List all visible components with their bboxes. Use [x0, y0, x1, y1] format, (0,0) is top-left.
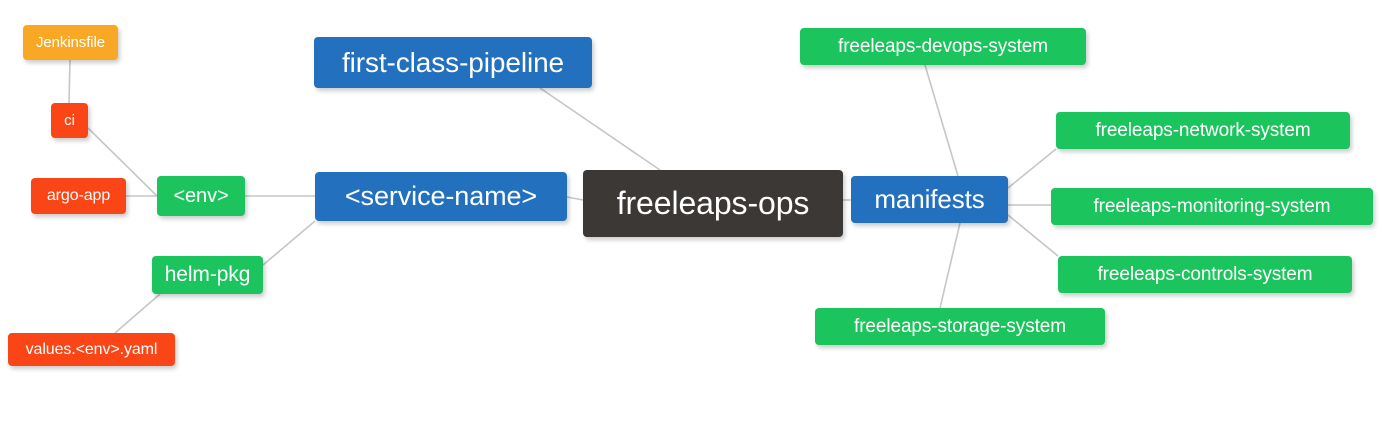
mindmap-node-label-manifests: manifests: [874, 184, 985, 214]
mindmap-node-freeleaps-ops[interactable]: freeleaps-ops: [583, 170, 843, 237]
mindmap-node-label-freeleaps-controls-system: freeleaps-controls-system: [1097, 263, 1313, 285]
mindmap-edge-freeleaps-storage-system-to-manifests: [939, 222, 961, 309]
mindmap-node-argo-app[interactable]: argo-app: [31, 178, 126, 214]
mindmap-edge-service-name-to-freeleaps-ops: [566, 196, 584, 201]
mindmap-node-label-helm-pkg: helm-pkg: [164, 263, 251, 286]
mindmap-edge-service-name-to-helm-pkg: [262, 220, 316, 266]
mindmap-node-label-freeleaps-network-system: freeleaps-network-system: [1095, 119, 1311, 141]
mindmap-node-env[interactable]: <env>: [157, 176, 245, 216]
mindmap-node-freeleaps-storage-system[interactable]: freeleaps-storage-system: [815, 308, 1105, 345]
mindmap-node-freeleaps-controls-system[interactable]: freeleaps-controls-system: [1058, 256, 1352, 293]
mindmap-node-label-freeleaps-devops-system: freeleaps-devops-system: [838, 35, 1048, 57]
mindmap-edge-helm-pkg-to-values-env-yaml: [114, 293, 161, 334]
mindmap-node-label-env: <env>: [173, 184, 229, 207]
mindmap-node-label-first-class-pipeline: first-class-pipeline: [341, 46, 565, 78]
mindmap-node-label-freeleaps-ops: freeleaps-ops: [616, 185, 810, 221]
mindmap-node-manifests[interactable]: manifests: [851, 176, 1008, 223]
mindmap-node-label-freeleaps-storage-system: freeleaps-storage-system: [854, 315, 1066, 337]
mindmap-node-label-freeleaps-monitoring-system: freeleaps-monitoring-system: [1093, 195, 1331, 217]
mindmap-edge-freeleaps-network-system-to-manifests: [1007, 148, 1057, 189]
mindmap-node-first-class-pipeline[interactable]: first-class-pipeline: [314, 37, 592, 88]
mindmap-node-freeleaps-monitoring-system[interactable]: freeleaps-monitoring-system: [1051, 188, 1373, 225]
mindmap-node-label-service-name: <service-name>: [344, 181, 538, 211]
mindmap-node-freeleaps-devops-system[interactable]: freeleaps-devops-system: [800, 28, 1086, 65]
mindmap-node-label-values-env-yaml: values.<env>.yaml: [25, 340, 158, 358]
mindmap-node-service-name[interactable]: <service-name>: [315, 172, 567, 221]
mindmap-node-values-env-yaml[interactable]: values.<env>.yaml: [8, 333, 175, 366]
mindmap-node-label-argo-app: argo-app: [46, 187, 111, 204]
mindmap-node-jenkinsfile[interactable]: Jenkinsfile: [23, 25, 118, 60]
mindmap-edge-freeleaps-devops-system-to-manifests: [924, 64, 959, 177]
mindmap-node-freeleaps-network-system[interactable]: freeleaps-network-system: [1056, 112, 1350, 149]
mindmap-node-helm-pkg[interactable]: helm-pkg: [152, 256, 263, 294]
mindmap-edge-jenkinsfile-to-ci: [68, 59, 71, 104]
mindmap-edge-first-class-pipeline-to-freeleaps-ops: [539, 87, 661, 171]
mindmap-node-label-ci: ci: [64, 112, 75, 129]
mindmap-node-ci[interactable]: ci: [51, 103, 88, 138]
mindmap-node-label-jenkinsfile: Jenkinsfile: [36, 34, 105, 51]
